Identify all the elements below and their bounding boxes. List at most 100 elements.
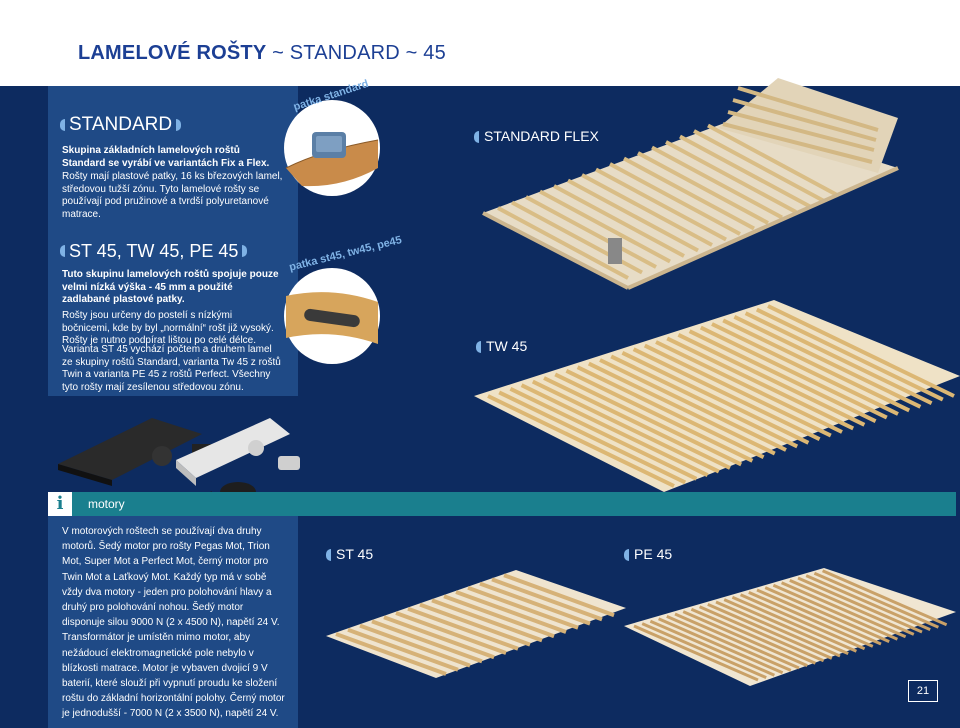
slat <box>347 627 459 672</box>
slat <box>632 347 821 442</box>
st45-bed-image <box>326 570 626 678</box>
slat <box>509 386 698 481</box>
slat <box>789 579 915 636</box>
slat <box>772 583 898 641</box>
info-icon: i <box>48 492 72 516</box>
slat <box>805 574 931 631</box>
slat <box>707 123 839 198</box>
slat <box>567 178 699 253</box>
slat <box>637 151 769 225</box>
slat <box>503 573 615 618</box>
chevron-right-icon <box>242 245 248 258</box>
chevron-left-icon <box>60 245 65 258</box>
st45-heading-text: ST 45, TW 45, PE 45 <box>69 240 239 261</box>
slat <box>822 569 948 627</box>
chevron-icon <box>326 549 331 562</box>
slat <box>733 314 922 409</box>
patka-standard-photo <box>284 100 380 196</box>
slat <box>655 340 843 434</box>
slat <box>497 206 629 280</box>
slat <box>690 607 816 665</box>
slat <box>764 586 890 643</box>
slat <box>641 622 767 679</box>
slat <box>744 311 933 406</box>
slat <box>543 376 731 470</box>
page-number: 21 <box>908 680 938 702</box>
slat <box>383 615 495 660</box>
slat <box>443 594 555 639</box>
slat <box>520 383 709 478</box>
st45-label: ST 45 <box>326 546 373 562</box>
slat <box>813 571 939 629</box>
standard-body: Rošty mají plastové patky, 16 ks březový… <box>62 171 283 220</box>
slat <box>455 590 567 634</box>
slat <box>666 615 792 672</box>
standard-flex-label: STANDARD FLEX <box>474 128 599 144</box>
st45-heading: ST 45, TW 45, PE 45 <box>60 240 248 262</box>
slat <box>359 623 471 668</box>
slat <box>621 350 810 445</box>
slat <box>525 195 657 269</box>
standard-lead: Skupina základních lamelových roštů Stan… <box>62 145 282 170</box>
motory-text: V motorových roštech se používají dva dr… <box>62 526 285 720</box>
slat <box>715 600 841 658</box>
slat <box>581 173 713 247</box>
tw45-label: TW 45 <box>476 338 527 354</box>
slat <box>610 354 799 449</box>
motory-section-bar <box>48 492 956 516</box>
slat <box>666 336 855 431</box>
slat <box>587 361 776 456</box>
slat <box>491 577 603 622</box>
title-rest: ~ STANDARD ~ 45 <box>266 42 446 64</box>
st45-text: ST 45 <box>336 546 374 562</box>
slat <box>731 595 857 653</box>
header: LAMELOVÉ ROŠTY ~ STANDARD ~ 45 <box>0 0 960 86</box>
left-text-panel <box>48 86 298 396</box>
slat <box>711 322 899 416</box>
slat <box>723 598 849 655</box>
slat <box>674 612 800 670</box>
st45-lead-text: Tuto skupinu lamelových roštů spojuje po… <box>62 269 279 305</box>
slat <box>431 598 543 643</box>
slat <box>595 167 727 242</box>
slat <box>665 140 797 214</box>
standard-flex-bed-image <box>482 78 899 290</box>
slat <box>467 585 579 630</box>
page-title: LAMELOVÉ ROŠTY ~ STANDARD ~ 45 <box>78 42 446 65</box>
slat <box>767 304 955 398</box>
slat <box>371 619 483 664</box>
title-bold: LAMELOVÉ ROŠTY <box>78 42 267 64</box>
slat <box>682 610 808 667</box>
chevron-right-icon <box>176 119 182 131</box>
pe45-bed-image <box>624 568 956 686</box>
chevron-icon <box>474 131 479 144</box>
motory-heading: motory <box>88 497 125 511</box>
slat <box>623 156 755 231</box>
st45-lead: Tuto skupinu lamelových roštů spojuje po… <box>62 269 282 307</box>
slat <box>755 307 944 402</box>
tw45-text: TW 45 <box>486 338 528 354</box>
tw45-bed-image <box>474 300 960 492</box>
slat <box>699 605 825 663</box>
slat <box>677 332 866 427</box>
slat <box>740 593 866 651</box>
chevron-icon <box>476 341 481 354</box>
slat <box>781 581 907 639</box>
slat <box>649 619 775 677</box>
slat <box>487 394 675 488</box>
slat <box>797 576 923 634</box>
slat <box>748 591 874 648</box>
patka-45-photo <box>284 268 380 364</box>
slat <box>554 372 743 467</box>
slat <box>658 617 784 675</box>
slat <box>722 318 911 413</box>
chevron-left-icon <box>60 119 65 131</box>
slat <box>756 588 882 646</box>
standard-lead-text: Skupina základních lamelových roštů Stan… <box>62 145 270 169</box>
slat <box>565 368 754 463</box>
standard-heading-text: STANDARD <box>69 114 173 135</box>
motor-text-panel <box>48 516 298 728</box>
slat <box>479 581 591 626</box>
slat <box>407 606 519 651</box>
